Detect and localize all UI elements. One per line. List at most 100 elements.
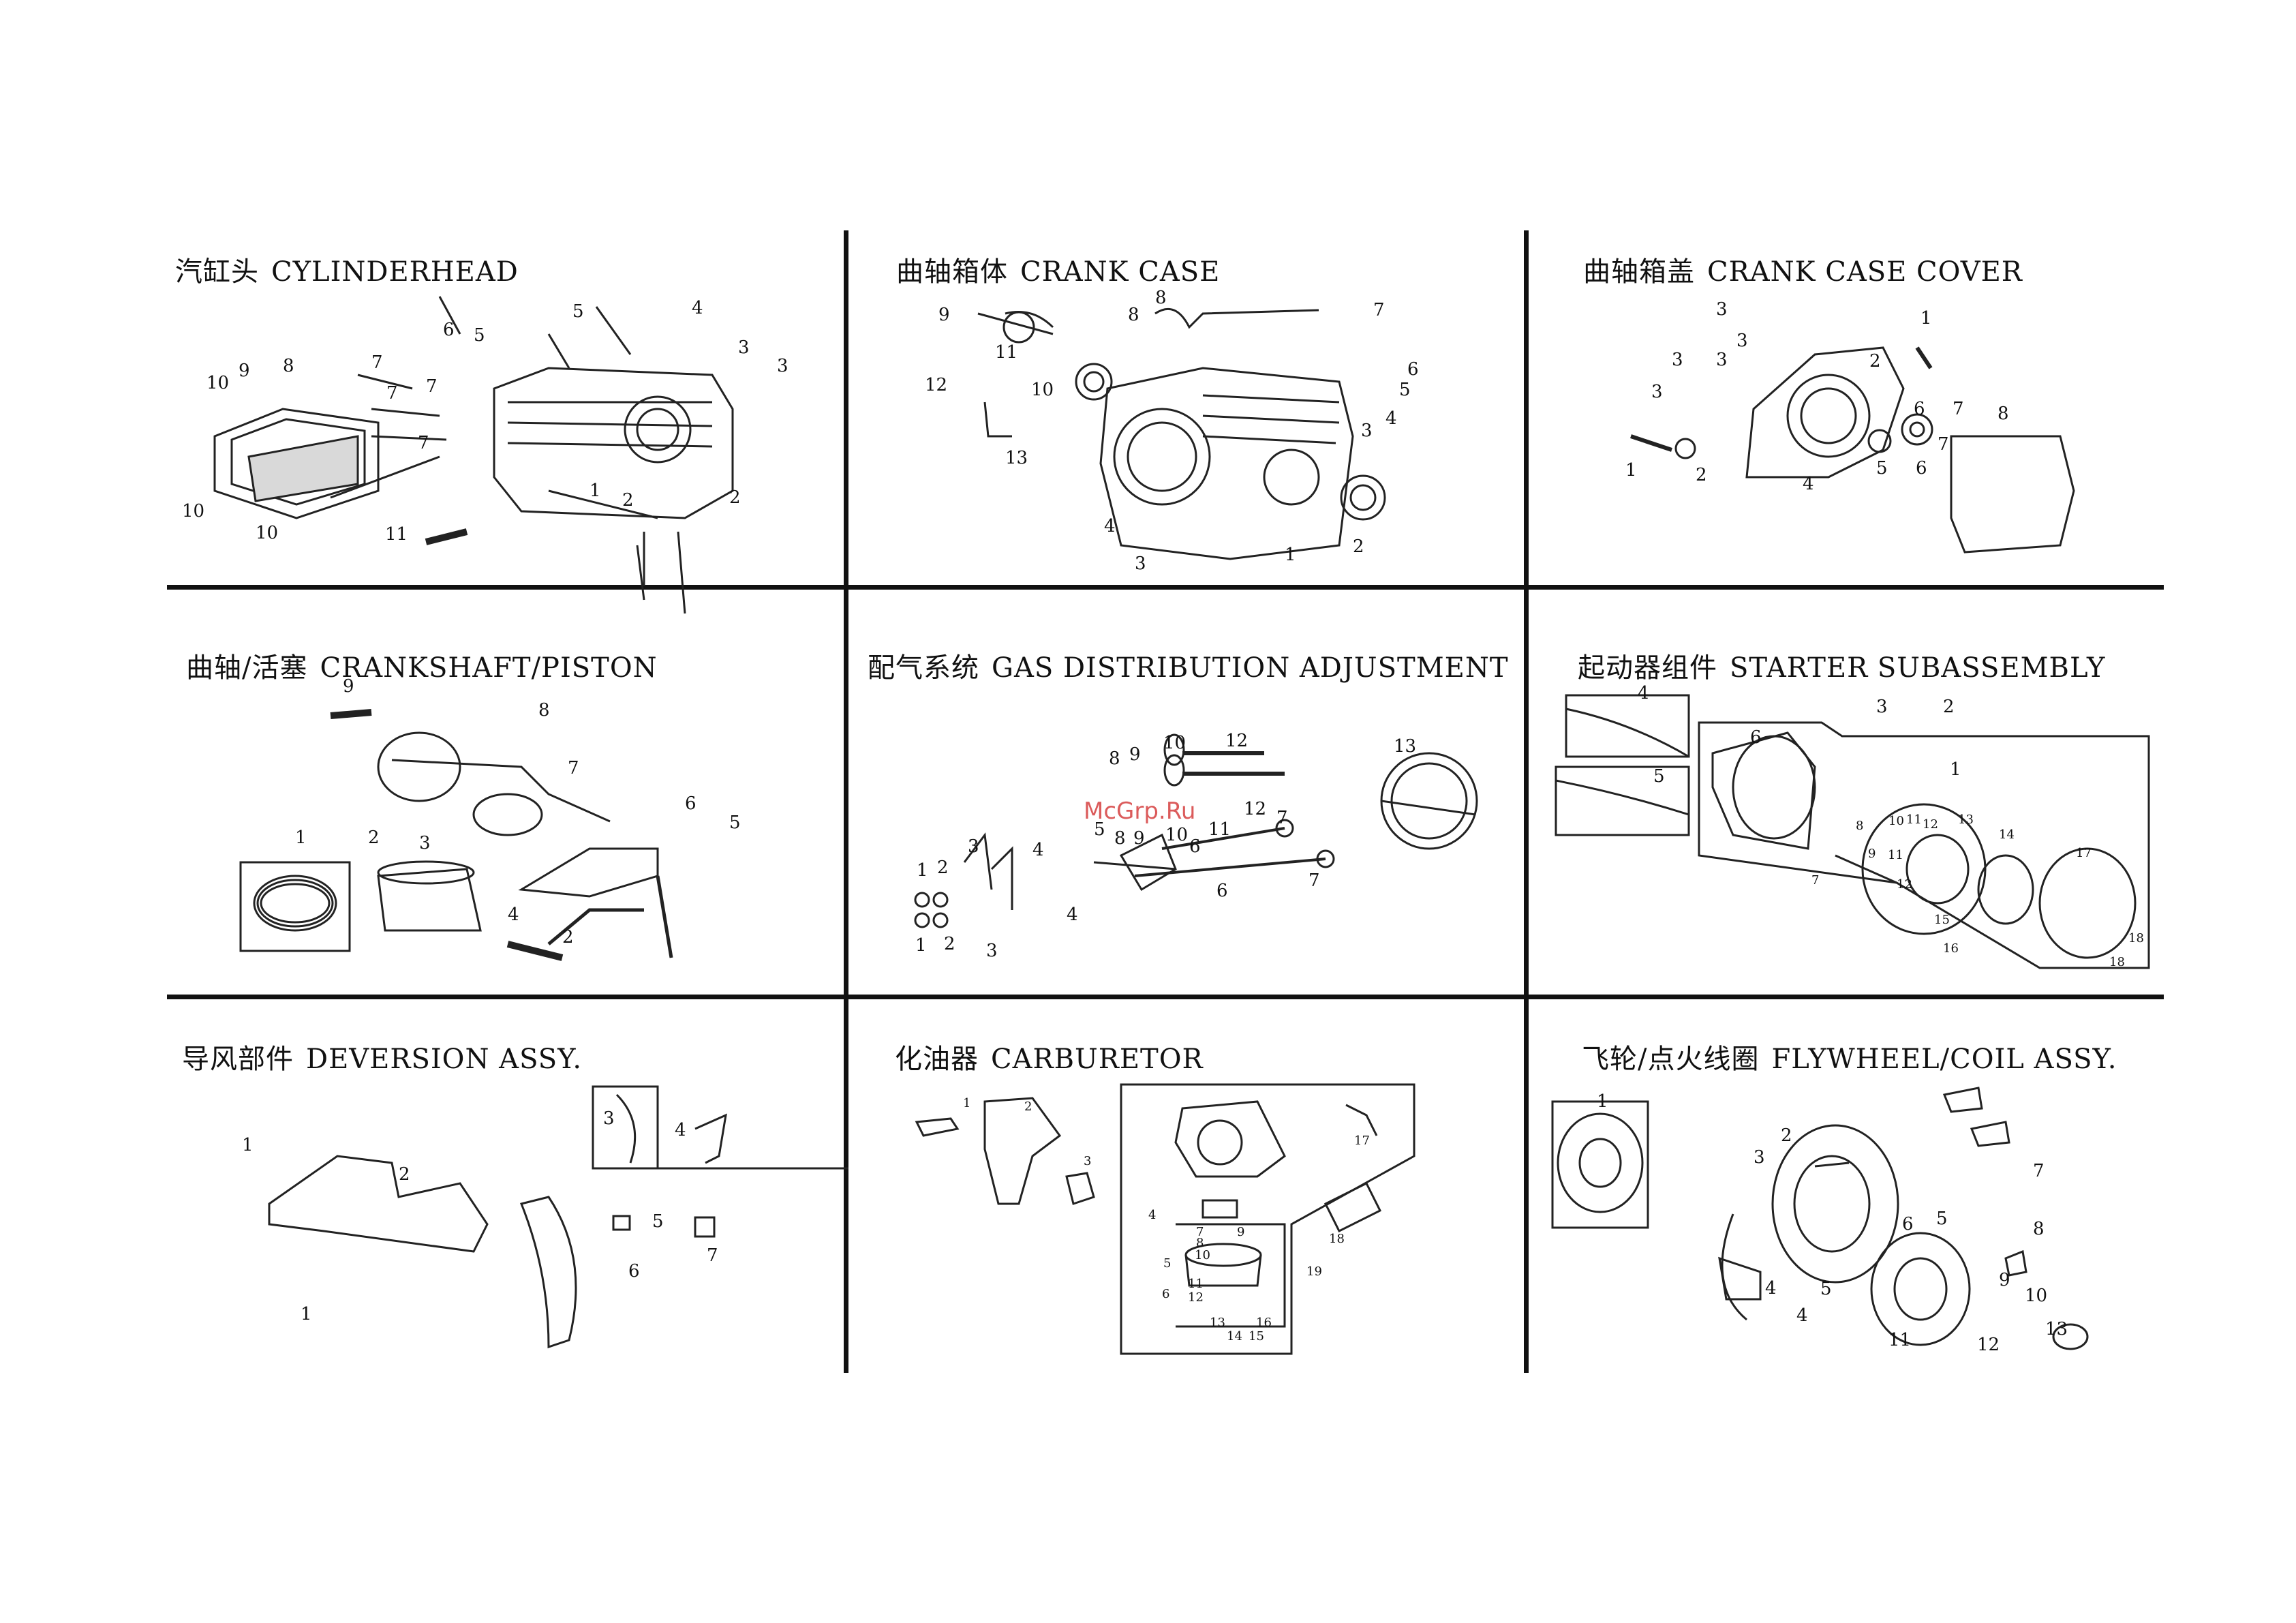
title-en: CYLINDERHEAD — [271, 256, 519, 288]
crankshaft-piston-drawing: 9 8 7 6 5 1 2 3 4 2 — [239, 676, 741, 961]
title-cn: 化油器 — [895, 1044, 979, 1075]
callout: 13 — [2045, 1319, 2068, 1339]
callout: 4 — [692, 298, 703, 318]
grid-hline-top — [167, 585, 2164, 590]
callout: 18 — [2109, 955, 2125, 969]
panel-title: 配气系统 GAS DISTRIBUTION ADJUSTMENT — [868, 646, 1509, 685]
callout: 15 — [1934, 913, 1950, 927]
callout: 10 — [182, 501, 204, 521]
callout: 1 — [963, 1096, 970, 1110]
callout: 7 — [2033, 1161, 2045, 1181]
callout: 1 — [295, 828, 307, 848]
callout: 18 — [1329, 1232, 1345, 1246]
callout: 5 — [474, 325, 485, 346]
title-en: GAS DISTRIBUTION ADJUSTMENT — [992, 652, 1509, 684]
callout: 4 — [1104, 516, 1116, 536]
callout: 13 — [1210, 1316, 1225, 1330]
callout: 9 — [1129, 744, 1141, 765]
callout: 2 — [1869, 351, 1881, 371]
callout: 3 — [1754, 1147, 1765, 1168]
callout: 12 — [1923, 817, 1938, 832]
callout: 4 — [1638, 683, 1649, 703]
callout: 8 — [1109, 748, 1120, 769]
callout: 9 — [239, 361, 250, 381]
callout: 8 — [283, 356, 294, 376]
callout: 2 — [1781, 1125, 1792, 1146]
callout: 13 — [1394, 736, 1416, 757]
callout: 6 — [1216, 881, 1228, 901]
callout: 6 — [1407, 359, 1419, 380]
callout: 11 — [1188, 1277, 1204, 1291]
callout: 13 — [1005, 448, 1028, 468]
crank-case-cover-drawing: 3 3 3 3 3 2 1 6 7 8 1 2 4 5 6 7 — [1625, 299, 2075, 553]
callout: 8 — [1196, 1236, 1204, 1250]
callout: 3 — [419, 833, 431, 853]
callout: 16 — [1943, 941, 1959, 956]
cylinderhead-drawing: 6 5 5 4 3 3 10 9 8 7 7 7 7 10 10 11 1 2 … — [182, 296, 789, 614]
callout: 2 — [1696, 465, 1707, 485]
title-cn: 配气系统 — [868, 652, 979, 684]
callout: 2 — [729, 487, 741, 508]
callout: 2 — [1024, 1099, 1032, 1114]
callout: 6 — [1916, 458, 1927, 479]
callout: 9 — [1868, 847, 1876, 861]
callout: 11 — [995, 342, 1017, 363]
callout: 6 — [1914, 399, 1925, 419]
callout: 11 — [385, 524, 408, 545]
callout: 10 — [256, 523, 278, 543]
callout: 8 — [538, 700, 550, 721]
callout: 8 — [1155, 288, 1167, 308]
callout: 11 — [1888, 848, 1903, 862]
callout: 12 — [1977, 1335, 2000, 1355]
callout: 1 — [917, 860, 928, 881]
title-cn: 曲轴箱盖 — [1583, 256, 1695, 288]
title-cn: 曲轴/活塞 — [186, 652, 308, 684]
callout: 11 — [1906, 813, 1922, 827]
callout: 6 — [443, 320, 455, 340]
title-en: FLYWHEEL/COIL ASSY. — [1771, 1044, 2117, 1075]
callout: 3 — [1736, 331, 1748, 351]
callout: 4 — [1765, 1278, 1777, 1299]
callout: 6 — [1750, 727, 1762, 748]
callout: 3 — [603, 1108, 615, 1129]
callout: 1 — [1597, 1091, 1608, 1112]
callout: 17 — [2076, 846, 2092, 860]
callout: 7 — [1308, 870, 1320, 891]
callout: 4 — [1032, 840, 1044, 860]
callout: 15 — [1249, 1329, 1264, 1344]
gas-distribution-drawing: 10 12 13 8 9 5 8 9 10 11 12 7 3 4 6 1 2 … — [914, 731, 1478, 961]
callout: 3 — [1672, 350, 1683, 370]
callout: 3 — [1361, 421, 1373, 441]
callout: 12 — [1225, 731, 1248, 751]
callout: 7 — [386, 383, 398, 404]
callout: 6 — [685, 793, 697, 814]
callout: 7 — [568, 758, 579, 778]
callout: 7 — [1938, 434, 1949, 455]
title-en: CARBURETOR — [991, 1044, 1204, 1075]
callout: 17 — [1354, 1134, 1370, 1148]
callout: 7 — [1811, 873, 1819, 888]
starter-subassembly-drawing: 4 5 6 3 2 1 8 10 11 12 13 14 9 11 12 7 1… — [1555, 683, 2150, 969]
watermark-text: McGrp.Ru — [1084, 798, 1196, 825]
callout: 5 — [1163, 1256, 1171, 1271]
callout: 10 — [1163, 733, 1186, 753]
callout: 7 — [1276, 808, 1288, 828]
callout: 7 — [371, 352, 383, 373]
callout: 3 — [1716, 350, 1728, 370]
callout: 1 — [1920, 308, 1932, 329]
callout: 4 — [1796, 1305, 1808, 1326]
callout: 5 — [1820, 1279, 1832, 1299]
callout: 5 — [1094, 819, 1105, 840]
callout: 1 — [915, 935, 927, 956]
callout: 3 — [968, 836, 979, 857]
callout: 1 — [242, 1135, 254, 1155]
callout: 9 — [938, 305, 950, 325]
callout: 7 — [1196, 1225, 1204, 1239]
callout: 10 — [1195, 1248, 1210, 1262]
